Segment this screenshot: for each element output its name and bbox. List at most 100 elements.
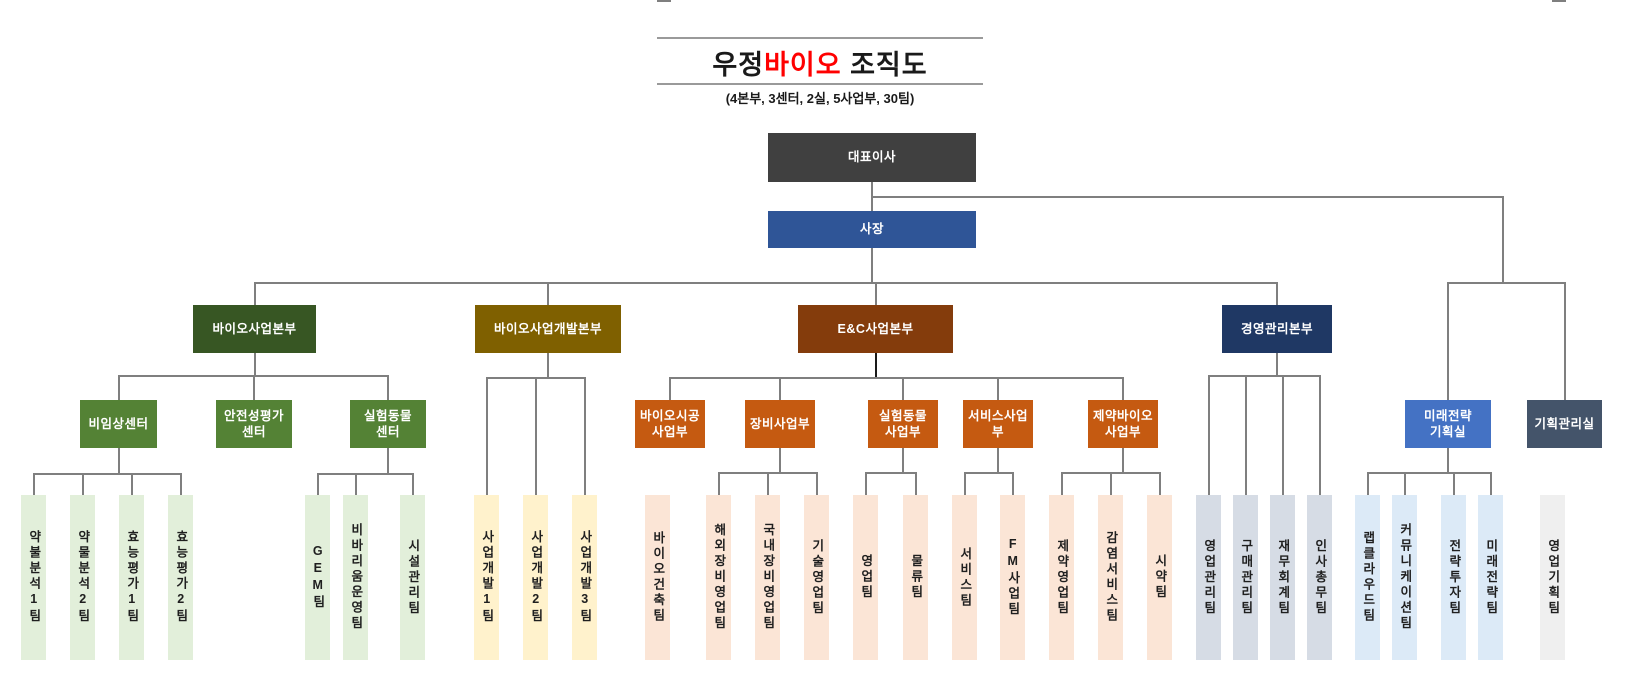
org-node-label: 경영관리본부	[1240, 321, 1313, 336]
org-node-l_comm: 커뮤니케이션팀	[1392, 495, 1417, 660]
connector-line	[354, 473, 357, 495]
connector-line	[1207, 375, 1321, 377]
org-node-label: 영업팀	[858, 554, 873, 601]
org-node-label: 전략투자팀	[1446, 538, 1461, 617]
org-node-label: 미래전략 기획실	[1423, 408, 1472, 439]
connector-line	[1122, 377, 1124, 400]
org-node-label: 기획관리실	[1534, 416, 1595, 431]
connector-line	[963, 472, 966, 495]
org-node-l_hr: 인사총무팀	[1307, 495, 1332, 660]
org-node-l_techsales: 기술영업팀	[804, 495, 829, 660]
org-node-ceo: 대표이사	[768, 133, 976, 182]
org-node-d_enc: E&C사업본부	[798, 305, 953, 353]
connector-line	[963, 472, 1014, 474]
connector-line	[997, 448, 999, 472]
org-node-label: 실험동물 센터	[363, 408, 412, 439]
org-node-l_reagent: 시약팀	[1147, 495, 1172, 660]
connector-line	[1207, 375, 1210, 495]
org-node-b_service: 서비스사업 부	[963, 400, 1033, 448]
connector-line	[411, 473, 414, 495]
connector-line	[253, 282, 1278, 284]
org-node-l_facility: 시설관리팀	[400, 495, 425, 660]
org-node-label: 미래전략팀	[1483, 538, 1498, 617]
org-node-label: 재무회계팀	[1275, 538, 1290, 617]
title-prefix: 우정	[712, 50, 765, 80]
connector-line	[117, 375, 120, 400]
org-node-l_bd1: 사업개발1팀	[474, 495, 499, 660]
org-node-c_animal: 실험동물 센터	[350, 400, 426, 448]
org-node-l_future: 미래전략팀	[1478, 495, 1503, 660]
connector-line	[547, 353, 549, 377]
org-node-l_da1: 약불분석1팀	[21, 495, 46, 660]
connector-line	[914, 472, 917, 495]
org-node-label: 커뮤니케이션팀	[1397, 523, 1412, 632]
connector-line	[485, 377, 488, 495]
connector-line	[1366, 472, 1369, 495]
org-node-label: 기술영업팀	[809, 538, 824, 617]
connector-line	[1447, 282, 1449, 400]
org-node-l_bioarch: 바이오건축팀	[645, 495, 670, 660]
org-node-l_logistics: 물류팀	[903, 495, 928, 660]
connector-line	[316, 473, 319, 495]
connector-line	[779, 448, 781, 472]
org-node-label: 바이오시공 사업부	[639, 408, 700, 439]
connector-line	[1109, 472, 1112, 495]
org-node-l_sales: 영업팀	[853, 495, 878, 660]
org-node-label: 사업개발2팀	[528, 530, 543, 625]
connector-line	[583, 377, 586, 495]
title-rule-bottom	[657, 83, 983, 85]
connector-line	[1447, 448, 1449, 472]
org-node-l_purchase: 구매관리팀	[1233, 495, 1258, 660]
org-node-b_equip: 장비사업부	[745, 400, 815, 448]
connector-line	[547, 282, 549, 305]
connector-line	[1011, 472, 1014, 495]
org-node-l_pharmasales: 제약영업팀	[1049, 495, 1074, 660]
org-summary: (4본부, 3센터, 2실, 5사업부, 30팀)	[725, 91, 915, 106]
connector-line	[779, 377, 781, 400]
org-node-d_bio: 바이오사업본부	[193, 305, 316, 353]
org-node-label: 랩클라우드팀	[1360, 531, 1375, 624]
connector-line	[871, 196, 1504, 198]
org-node-l_bd2: 사업개발2팀	[523, 495, 548, 660]
connector-line	[1060, 472, 1063, 495]
org-node-label: 물류팀	[908, 554, 923, 601]
connector-line	[815, 472, 818, 495]
org-node-label: 영업기획팀	[1545, 538, 1560, 617]
connector-line	[1403, 472, 1406, 495]
connector-line	[253, 282, 256, 305]
org-node-label: 시설관리팀	[405, 538, 420, 617]
connector-line	[656, 0, 671, 2]
org-node-l_service: 서비스팀	[952, 495, 977, 660]
connector-line	[1158, 472, 1161, 495]
org-node-label: 장비사업부	[749, 416, 810, 431]
org-node-label: 약물분석2팀	[75, 530, 90, 625]
org-node-label: 바이오건축팀	[650, 531, 665, 624]
org-node-label: 시약팀	[1152, 554, 1167, 601]
connector-line	[1564, 282, 1566, 400]
connector-line	[1447, 282, 1566, 284]
connector-line	[874, 353, 877, 377]
connector-line	[864, 472, 917, 474]
connector-line	[717, 472, 720, 495]
org-node-label: 제약영업팀	[1054, 538, 1069, 617]
org-node-l_finance: 재무회계팀	[1270, 495, 1295, 660]
connector-line	[387, 448, 389, 473]
org-node-l_domestic: 국내장비영업팀	[755, 495, 780, 660]
title-highlight: 바이오	[764, 50, 842, 80]
connector-line	[766, 472, 769, 495]
org-node-o_plan: 기획관리실	[1527, 400, 1602, 448]
org-node-l_bd3: 사업개발3팀	[572, 495, 597, 660]
title-suffix: 조직도	[841, 50, 928, 80]
org-node-label: 비바리움운영팀	[348, 523, 363, 632]
org-node-label: 구매관리팀	[1238, 538, 1253, 617]
connector-line	[871, 248, 873, 282]
org-node-label: 효능평가2팀	[173, 530, 188, 625]
org-node-l_salesadmin: 영업관리팀	[1196, 495, 1221, 660]
org-node-label: 대표이사	[847, 150, 896, 165]
connector-line	[902, 377, 904, 400]
connector-line	[316, 473, 414, 475]
org-node-label: 해외장비영업팀	[711, 523, 726, 632]
org-node-label: GEM팀	[310, 544, 325, 611]
connector-line	[864, 472, 867, 495]
